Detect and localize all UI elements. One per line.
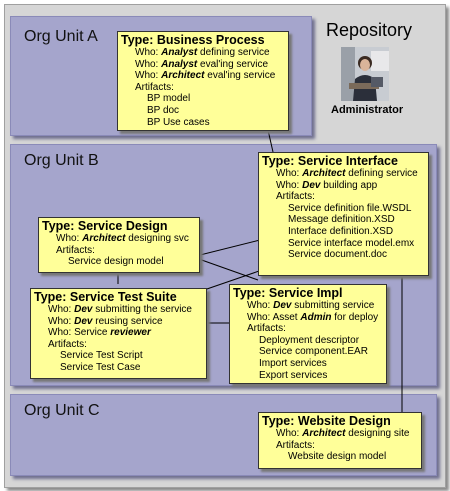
service-test-suite-title: Type: Service Test Suite (34, 290, 177, 304)
connector-sts-si (203, 269, 263, 291)
connector-sd-impl (195, 257, 259, 281)
artifact-item: BP model (147, 93, 191, 105)
org-unit-c-title: Org Unit C (24, 402, 100, 419)
artifacts-label: Artifacts: (56, 244, 95, 256)
artifact-item: Export services (259, 369, 328, 381)
who-line: Who: Architect eval'ing service (135, 70, 276, 82)
artifact-item: Service component.EAR (259, 346, 368, 358)
artifact-item: Service Test Case (60, 361, 141, 373)
artifact-item: Interface definition.XSD (288, 225, 394, 237)
connector-bp-si (267, 129, 274, 153)
org-unit-b-title: Org Unit B (24, 152, 99, 169)
service-interface-title: Type: Service Interface (262, 154, 398, 168)
artifacts-label: Artifacts: (276, 439, 315, 451)
who-line: Who: Architect designing svc (56, 233, 189, 244)
artifact-item: BP doc (147, 104, 180, 116)
who-line: Who: Dev submitting the service (48, 304, 192, 315)
artifacts-label: Artifacts: (135, 81, 174, 93)
artifact-item: Service document.doc (288, 249, 387, 261)
who-line: Who: Architect designing site (276, 428, 410, 439)
administrator-photo-icon (341, 47, 389, 101)
service-test-suite-box[interactable]: Type: Service Test Suite Who: Dev submit… (30, 288, 207, 379)
artifact-item: BP Use cases (147, 116, 210, 128)
repository-title: Repository (326, 20, 413, 40)
who-line: Who: Dev reusing service (48, 315, 163, 327)
service-interface-box[interactable]: Type: Service Interface Who: Architect d… (258, 152, 429, 276)
artifact-item: Service definition file.WSDL (288, 202, 412, 214)
service-design-box[interactable]: Type: Service Design Who: Architect desi… (38, 217, 200, 273)
service-impl-box[interactable]: Type: Service Impl Who: Dev submitting s… (229, 284, 387, 384)
artifact-item: Message definition.XSD (288, 214, 395, 226)
artifacts-label: Artifacts: (247, 323, 286, 335)
service-design-title: Type: Service Design (42, 219, 168, 233)
who-line: Who: Architect defining service (276, 168, 418, 179)
artifact-item: Deployment descriptor (259, 334, 360, 346)
administrator-label: Administrator (331, 104, 404, 116)
who-line: Who: Asset Admin for deploy (247, 311, 379, 323)
artifact-item: Service interface model.emx (288, 237, 415, 249)
who-line: Who: Analyst defining service (135, 47, 270, 58)
website-design-box[interactable]: Type: Website Design Who: Architect desi… (258, 412, 422, 469)
website-design-title: Type: Website Design (262, 414, 391, 428)
business-process-title: Type: Business Process (121, 33, 265, 47)
who-line: Who: Dev building app (276, 179, 378, 191)
artifact-item: Service design model (68, 256, 164, 268)
org-unit-a-title: Org Unit A (24, 28, 98, 45)
artifacts-label: Artifacts: (276, 191, 315, 203)
artifact-item: Website design model (288, 451, 387, 463)
who-line: Who: Service reviewer (48, 327, 151, 339)
business-process-box[interactable]: Type: Business Process Who: Analyst defi… (117, 31, 289, 131)
artifact-item: Import services (259, 357, 327, 369)
service-impl-title: Type: Service Impl (233, 286, 343, 300)
who-line: Who: Analyst eval'ing service (135, 58, 269, 70)
who-line: Who: Dev submitting service (247, 300, 375, 311)
artifacts-label: Artifacts: (48, 338, 87, 350)
connector-sd-si (195, 239, 261, 257)
artifact-item: Service Test Script (60, 350, 143, 362)
